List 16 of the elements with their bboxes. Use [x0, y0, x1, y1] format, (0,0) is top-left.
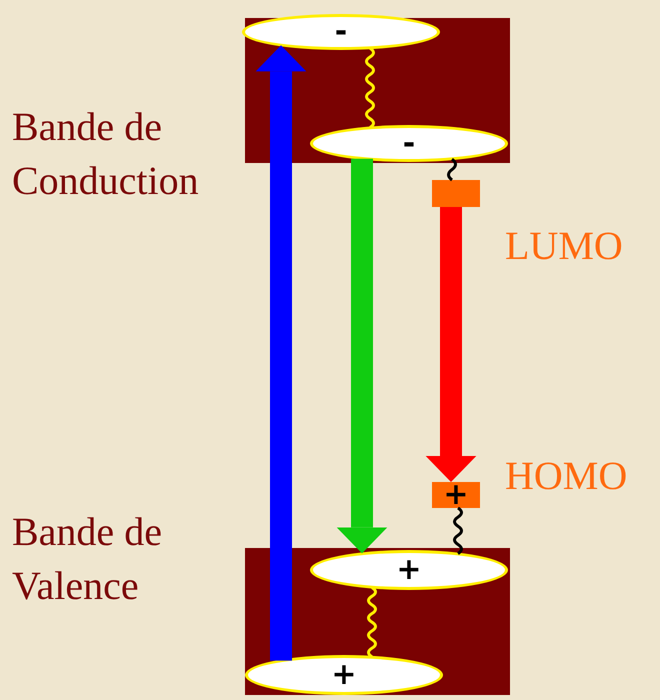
wavy-line	[367, 586, 377, 658]
level-label: HOMO	[505, 455, 628, 497]
arrow	[336, 158, 388, 554]
charge-sign: +	[331, 660, 357, 690]
band-label: Bande de Conduction	[12, 103, 200, 205]
wavy-line	[365, 46, 375, 129]
band-label: Bande de Valence	[12, 508, 163, 610]
wavy-line	[453, 506, 463, 555]
arrow	[256, 45, 306, 661]
charge-sign: -	[402, 128, 416, 158]
charge-sign: -	[334, 17, 348, 47]
wavy-line	[447, 158, 457, 182]
level-label: LUMO	[505, 225, 623, 267]
charge-sign: +	[443, 480, 469, 510]
arrow	[426, 207, 476, 482]
charge-sign: +	[396, 555, 422, 585]
